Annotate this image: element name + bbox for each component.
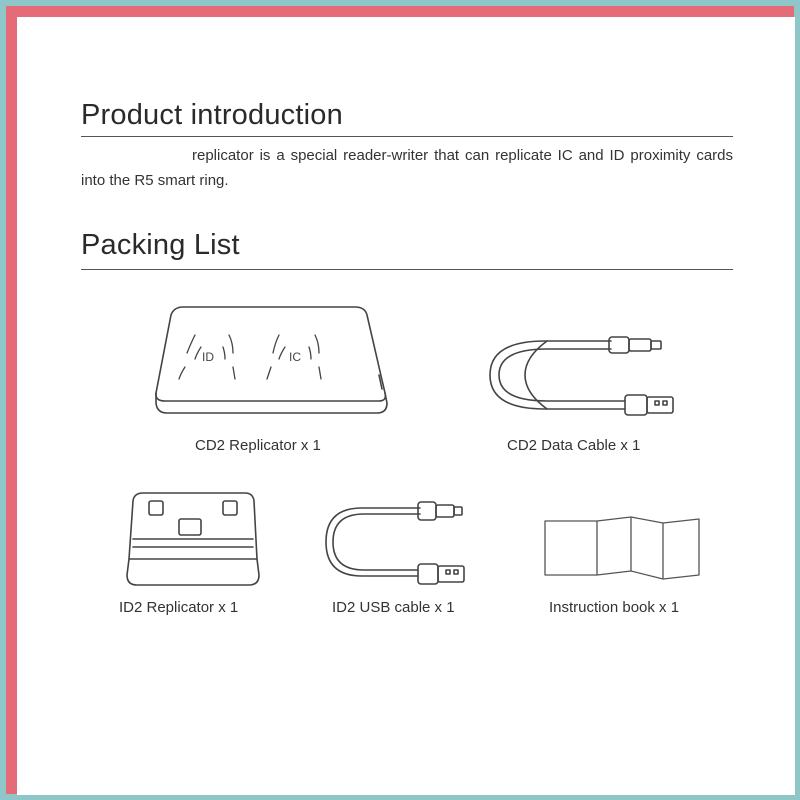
item-label: Instruction book x 1 <box>549 599 680 616</box>
item-label: ID2 USB cable x 1 <box>332 599 455 616</box>
product-description: replicator is a special reader-writer th… <box>81 147 733 189</box>
instruction-book-icon <box>544 516 700 580</box>
data-cable-icon <box>489 336 674 416</box>
item-label: CD2 Data Cable x 1 <box>507 437 641 454</box>
heading-rule <box>81 136 733 137</box>
product-introduction-heading: Product introduction <box>81 99 343 131</box>
svg-text:IC: IC <box>289 350 301 364</box>
card-reader-icon: ID IC <box>155 306 388 414</box>
manual-page: Product introduction replicator is a spe… <box>17 17 795 795</box>
packing-list-heading: Packing List <box>81 229 240 261</box>
outer-frame: Product introduction replicator is a spe… <box>6 6 795 795</box>
usb-cable-icon <box>325 501 465 585</box>
item-label: ID2 Replicator x 1 <box>119 599 239 616</box>
id-replicator-icon <box>126 492 260 586</box>
item-label: CD2 Replicator x 1 <box>195 437 321 454</box>
heading-rule <box>81 269 733 270</box>
svg-text:ID: ID <box>202 350 214 364</box>
